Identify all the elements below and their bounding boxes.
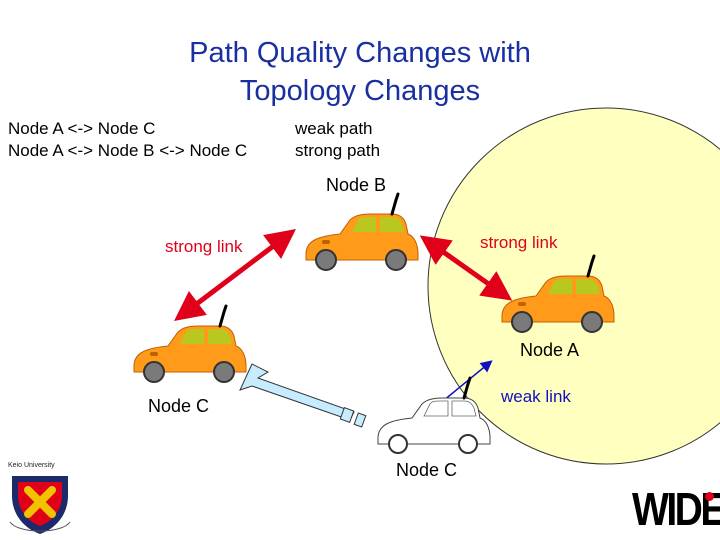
wide-logo: WIDE: [632, 483, 720, 535]
keio-logo-text: Keio University: [8, 462, 55, 469]
node-c-left-label: Node C: [148, 396, 210, 416]
path-quality-2: strong path: [295, 141, 381, 160]
car-node-c-ghost: [377, 376, 491, 454]
strong-link-arrow-right: [419, 235, 513, 301]
strong-link-label-left: strong link: [165, 237, 243, 256]
wide-logo-dot: [705, 492, 714, 501]
car-node-c-left: [132, 304, 248, 384]
node-c-bottom-label: Node C: [396, 460, 458, 480]
keio-logo: [9, 476, 71, 534]
node-a-label: Node A: [520, 340, 580, 360]
strong-link-arrow-left: [174, 228, 296, 322]
weak-link-label: weak link: [501, 387, 571, 406]
slide-title: Path Quality Changes with Topology Chang…: [0, 34, 720, 110]
path-quality-1: weak path: [295, 119, 373, 138]
movement-arrow: [239, 363, 367, 428]
title-line-2: Topology Changes: [239, 75, 481, 107]
path-route-2: Node A <-> Node B <-> Node C: [8, 141, 248, 160]
title-line-1: Path Quality Changes with: [189, 37, 531, 69]
car-node-b: [304, 192, 420, 272]
path-route-1: Node A <-> Node C: [8, 119, 156, 138]
strong-link-label-right: strong link: [480, 233, 558, 252]
node-b-label: Node B: [326, 175, 387, 195]
